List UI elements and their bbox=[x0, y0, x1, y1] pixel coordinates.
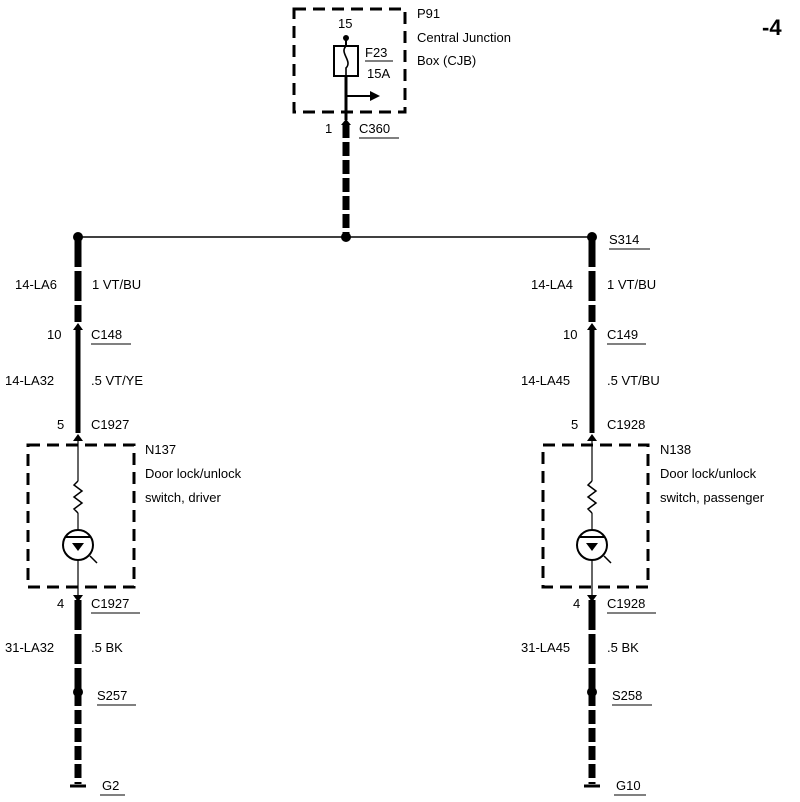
c1927-in-connector-symbol bbox=[73, 434, 83, 441]
right-wire-mid-spec: .5 VT/BU bbox=[607, 373, 660, 388]
left-conn-in: C1927 bbox=[91, 417, 129, 432]
n137-led-ray bbox=[89, 555, 98, 564]
cjb-terminal: 15 bbox=[338, 16, 352, 31]
n137-led-triangle bbox=[72, 543, 84, 551]
cjb-box bbox=[292, 7, 407, 114]
c1928-in-connector-symbol bbox=[587, 434, 597, 441]
right-wire-upper-spec: 1 VT/BU bbox=[607, 277, 656, 292]
s314-label: S314 bbox=[609, 232, 639, 247]
left-wire-lower-spec: .5 BK bbox=[91, 640, 123, 655]
left-pin-out: 4 bbox=[57, 596, 64, 611]
right-circuit-upper: 14-LA4 bbox=[531, 277, 573, 292]
n137-name-line2: switch, driver bbox=[145, 490, 222, 505]
n137-id: N137 bbox=[145, 442, 176, 457]
cjb-name-line1: Central Junction bbox=[417, 30, 511, 45]
c149-connector-symbol bbox=[587, 323, 597, 330]
n138-name-line2: switch, passenger bbox=[660, 490, 765, 505]
right-conn-out: C1928 bbox=[607, 596, 645, 611]
c149-pin: 10 bbox=[563, 327, 577, 342]
right-circuit-lower: 31-LA45 bbox=[521, 640, 570, 655]
left-circuit-lower: 31-LA32 bbox=[5, 640, 54, 655]
left-circuit-mid: 14-LA32 bbox=[5, 373, 54, 388]
c360-label: C360 bbox=[359, 121, 390, 136]
c360-connector-symbol bbox=[341, 119, 351, 125]
page-marker: -4 bbox=[762, 15, 782, 40]
right-circuit-mid: 14-LA45 bbox=[521, 373, 570, 388]
n137-box bbox=[26, 443, 136, 589]
left-pin-in: 5 bbox=[57, 417, 64, 432]
left-wire-mid-spec: .5 VT/YE bbox=[91, 373, 143, 388]
c1928-out-connector-symbol bbox=[587, 595, 597, 602]
right-conn-in: C1928 bbox=[607, 417, 645, 432]
fuse-element bbox=[343, 45, 349, 76]
c360-pin: 1 bbox=[325, 121, 332, 136]
n137-name-line1: Door lock/unlock bbox=[145, 466, 242, 481]
n138-led-ray bbox=[603, 555, 612, 564]
left-wire-upper-spec: 1 VT/BU bbox=[92, 277, 141, 292]
n138-id: N138 bbox=[660, 442, 691, 457]
cjb-id: P91 bbox=[417, 6, 440, 21]
left-circuit-upper: 14-LA6 bbox=[15, 277, 57, 292]
c148-pin: 10 bbox=[47, 327, 61, 342]
right-pin-in: 5 bbox=[571, 417, 578, 432]
fuse-id: F23 bbox=[365, 45, 387, 60]
n138-box bbox=[541, 443, 650, 589]
c1927-out-connector-symbol bbox=[73, 595, 83, 602]
fuse-rating: 15A bbox=[367, 66, 390, 81]
left-conn-out: C1927 bbox=[91, 596, 129, 611]
bus-splice-dot bbox=[341, 232, 351, 242]
c148-connector-symbol bbox=[73, 323, 83, 330]
c148-label: C148 bbox=[91, 327, 122, 342]
g10-label: G10 bbox=[616, 778, 641, 793]
n138-resistor bbox=[586, 480, 598, 514]
g2-label: G2 bbox=[102, 778, 119, 793]
right-wire-lower-spec: .5 BK bbox=[607, 640, 639, 655]
s258-label: S258 bbox=[612, 688, 642, 703]
c149-label: C149 bbox=[607, 327, 638, 342]
n138-led-triangle bbox=[586, 543, 598, 551]
cjb-internal-arrow bbox=[370, 91, 380, 101]
s257-label: S257 bbox=[97, 688, 127, 703]
n138-name-line1: Door lock/unlock bbox=[660, 466, 757, 481]
n137-resistor bbox=[72, 480, 84, 514]
cjb-name-line2: Box (CJB) bbox=[417, 53, 476, 68]
right-pin-out: 4 bbox=[573, 596, 580, 611]
